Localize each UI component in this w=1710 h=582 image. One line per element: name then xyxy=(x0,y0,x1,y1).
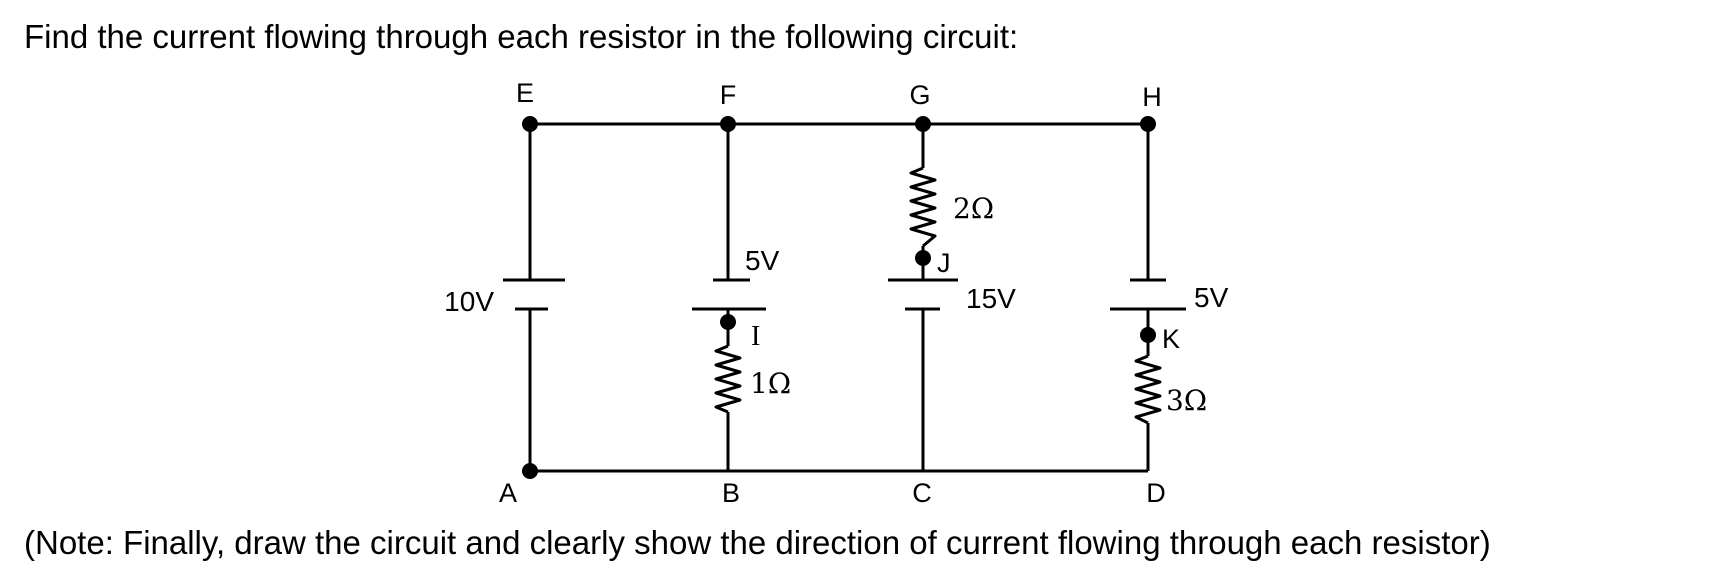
battery-ea-voltage: 10V xyxy=(444,286,494,317)
node-label-e: E xyxy=(516,78,534,108)
node-label-k: K xyxy=(1162,324,1180,354)
branch-fb xyxy=(692,124,766,471)
resistor-ib-value: 1Ω xyxy=(750,367,791,400)
node-label-h: H xyxy=(1142,82,1162,112)
node-label-g: G xyxy=(909,80,930,110)
battery-gc-voltage: 15V xyxy=(966,283,1016,314)
question-note: (Note: Finally, draw the circuit and cle… xyxy=(24,524,1491,561)
resistor-3ohm xyxy=(1134,354,1162,425)
question-prompt: Find the current flowing through each re… xyxy=(24,18,1019,55)
node-i-dot xyxy=(720,314,736,330)
resistor-gj-value: 2Ω xyxy=(953,192,994,225)
node-h-dot xyxy=(1140,116,1156,132)
node-a-dot xyxy=(522,463,538,479)
node-k-dot xyxy=(1140,327,1156,343)
resistor-1ohm xyxy=(714,344,742,414)
battery-fb-voltage: 5V xyxy=(745,245,780,276)
branch-hd xyxy=(1110,124,1186,471)
node-label-c: C xyxy=(912,478,932,508)
node-g-dot xyxy=(915,116,931,132)
node-j-dot xyxy=(915,250,931,266)
battery-hd-voltage: 5V xyxy=(1194,282,1229,313)
resistor-kd-value: 3Ω xyxy=(1166,384,1207,417)
node-label-j: J xyxy=(937,248,951,278)
node-e-dot xyxy=(522,116,538,132)
branch-ea xyxy=(503,124,565,471)
node-f-dot xyxy=(720,116,736,132)
resistor-2ohm xyxy=(909,166,937,248)
node-label-a: A xyxy=(499,478,517,508)
branch-gc xyxy=(888,124,958,471)
node-label-f: F xyxy=(720,80,737,110)
node-label-b: B xyxy=(722,478,740,508)
node-label-d: D xyxy=(1146,478,1166,508)
node-label-i: I xyxy=(751,321,760,352)
